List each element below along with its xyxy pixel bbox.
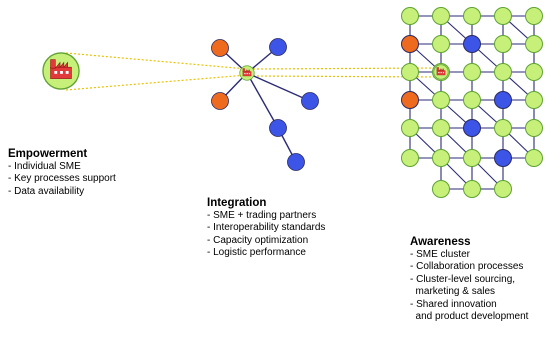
cluster-node (525, 149, 543, 167)
network-link (246, 72, 279, 129)
integration-item: - Interoperability standards (207, 222, 326, 234)
empowerment-item: - Key processes support (8, 173, 116, 185)
cluster-node (463, 180, 481, 198)
factory-window (248, 73, 251, 75)
cluster-node (432, 91, 450, 109)
awareness-item: marketing & sales (410, 286, 496, 298)
cluster-node (401, 119, 419, 137)
cluster-node (494, 119, 512, 137)
awareness-title: Awareness (410, 236, 471, 248)
factory-window (244, 73, 246, 75)
cluster-node (494, 35, 512, 53)
awareness-item: - SME cluster (410, 249, 471, 260)
cluster-node (401, 91, 419, 109)
factory-chimney (242, 68, 245, 72)
cluster-node (432, 35, 450, 53)
factory-window (65, 71, 69, 74)
factory-window (440, 72, 442, 74)
factory-window (442, 72, 445, 74)
integration-item: - Capacity optimization (207, 234, 309, 246)
cluster-node (525, 63, 543, 81)
empowerment-item: - Individual SME (8, 161, 81, 172)
sme-factory-icon (42, 52, 80, 90)
cluster-node (463, 149, 481, 167)
dotted-line (252, 67, 439, 70)
awareness-item: - Shared innovation (410, 298, 497, 310)
cluster-node (525, 7, 543, 25)
cluster-node (463, 7, 481, 25)
awareness-item: - Collaboration processes (410, 261, 524, 273)
cluster-node (401, 7, 419, 25)
factory-chimney (50, 59, 56, 69)
factory-roof (438, 68, 444, 71)
factory-chimney (436, 67, 439, 71)
factory-window (438, 72, 440, 74)
cluster-node (401, 149, 419, 167)
sme-icons (42, 52, 449, 90)
cluster-node (432, 7, 450, 25)
factory-roof (244, 69, 250, 72)
network-nodes (211, 7, 543, 198)
integration-item: - Logistic performance (207, 247, 306, 259)
cluster-node (494, 7, 512, 25)
integration-item: - SME + trading partners (207, 210, 317, 221)
cluster-node (401, 63, 419, 81)
factory-window (246, 73, 248, 75)
cluster-node (494, 63, 512, 81)
cluster-node (525, 35, 543, 53)
awareness-item: and product development (410, 311, 529, 323)
sme-factory-icon (239, 65, 255, 81)
cluster-node (463, 119, 481, 137)
dotted-line (252, 75, 439, 78)
cluster-node (432, 149, 450, 167)
cluster-node (432, 119, 450, 137)
cluster-node (494, 91, 512, 109)
cluster-node (525, 91, 543, 109)
awareness-item: - Cluster-level sourcing, (410, 273, 516, 285)
factory-roof (55, 61, 68, 69)
empowerment-title: Empowerment (8, 148, 88, 160)
network-links (219, 15, 535, 190)
awareness-block: Awareness - SME cluster - Collaboration … (410, 235, 528, 323)
dotted-line (65, 74, 248, 91)
network-node (301, 92, 319, 110)
empowerment-item: - Data availability (8, 185, 85, 197)
factory-window (60, 71, 63, 74)
network-node (269, 119, 287, 137)
sme-factory-icon (433, 64, 449, 80)
factory-window (54, 71, 58, 74)
dotted-projection-lines (65, 52, 439, 91)
empowerment-block: Empowerment - Individual SME - Key proce… (8, 147, 116, 198)
cluster-node (401, 35, 419, 53)
cluster-node (494, 149, 512, 167)
integration-block: Integration - SME + trading partners - I… (207, 196, 325, 260)
cluster-node (525, 119, 543, 137)
network-link (246, 72, 311, 102)
cluster-node (463, 91, 481, 109)
cluster-node (494, 180, 512, 198)
cluster-node (463, 63, 481, 81)
network-node (287, 153, 305, 171)
cluster-node (432, 180, 450, 198)
network-node (211, 39, 229, 57)
integration-title: Integration (207, 197, 267, 209)
network-node (211, 92, 229, 110)
cluster-node (463, 35, 481, 53)
network-node (269, 38, 287, 56)
